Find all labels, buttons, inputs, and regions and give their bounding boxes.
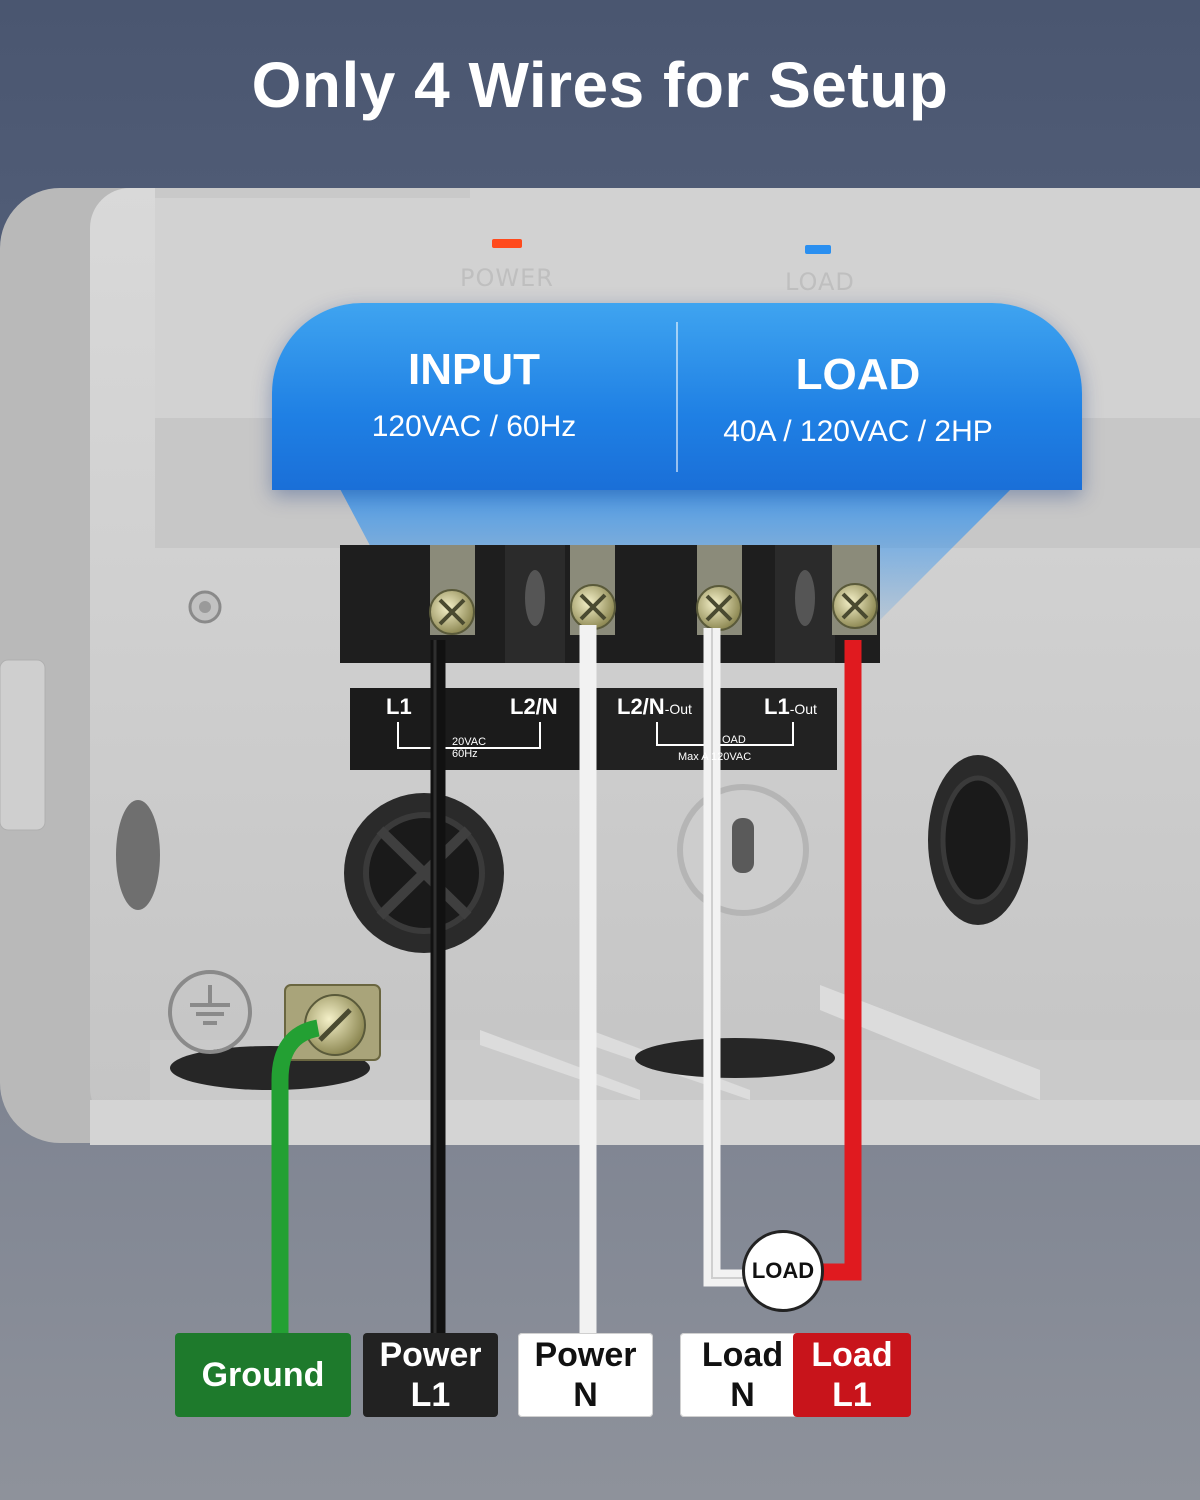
- load-title: LOAD: [795, 350, 921, 399]
- load-rating-line2: Max A 120VAC: [678, 751, 752, 763]
- terminal-block: [340, 545, 880, 663]
- load-value: 40A / 120VAC / 2HP: [723, 415, 993, 448]
- legend-load-l1-line2: L1: [832, 1376, 872, 1414]
- terminal-label-l1: L1: [386, 694, 412, 719]
- cable-knockout-center: [677, 784, 809, 916]
- legend-power-l1-line2: L1: [410, 1376, 451, 1414]
- terminal-label-l2n: L2/N: [510, 694, 558, 719]
- input-value: 120VAC / 60Hz: [371, 410, 577, 443]
- load-rating-line1: OAD: [722, 734, 746, 746]
- legend-power-n-line2: N: [573, 1376, 598, 1414]
- input-title: INPUT: [408, 345, 540, 394]
- input-rating-line2: 60Hz: [452, 748, 478, 760]
- l1-out-suffix: -Out: [789, 701, 817, 717]
- legend-power-l1: Power L1: [363, 1333, 498, 1417]
- ground-wire: [271, 1019, 321, 1340]
- power-led-icon: [492, 239, 522, 248]
- legend-ground-line1: Ground: [201, 1356, 325, 1394]
- legend-ground: Ground: [175, 1333, 351, 1417]
- input-rating-line1: 20VAC: [452, 736, 487, 748]
- l2n-out-main: L2/N: [617, 694, 665, 719]
- power-indicator-label: POWER: [460, 264, 554, 292]
- legend-power-l1-line1: Power: [379, 1336, 482, 1374]
- load-led-icon: [805, 245, 831, 254]
- legend-load-l1-line1: Load: [811, 1336, 893, 1374]
- legend-load-n-line2: N: [730, 1376, 755, 1414]
- legend-power-n-line1: Power: [534, 1336, 637, 1374]
- cable-grommet-left: [344, 793, 504, 953]
- l1-out-main: L1: [764, 694, 790, 719]
- terminal-label-l2n-out: L2/N-Out: [617, 694, 692, 720]
- bottom-grommet: [635, 1038, 835, 1078]
- load-indicator-label: LOAD: [785, 268, 855, 296]
- load-badge: LOAD: [742, 1230, 824, 1312]
- terminal-screws: [429, 583, 878, 635]
- load-l1-wire: [815, 640, 862, 1281]
- ground-lug: [284, 984, 381, 1061]
- legend-load-n: Load N: [680, 1333, 805, 1417]
- ground-symbol-icon: [168, 970, 252, 1054]
- legend-load-l1: Load L1: [793, 1333, 911, 1417]
- headline: Only 4 Wires for Setup: [251, 49, 949, 121]
- terminal-label-l1-out: L1-Out: [764, 694, 817, 720]
- spec-divider: [676, 322, 678, 472]
- legend-power-n: Power N: [518, 1333, 653, 1417]
- cable-grommet-right: [928, 755, 1028, 925]
- l2n-out-suffix: -Out: [664, 701, 692, 717]
- legend-load-n-line1: Load: [701, 1336, 784, 1374]
